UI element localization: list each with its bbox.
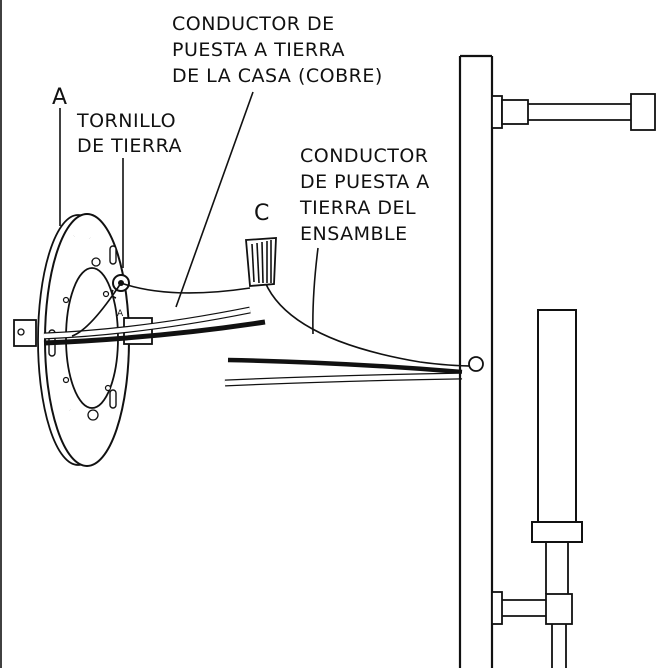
ground-screw-label-line2: DE TIERRA [77, 135, 182, 157]
house-ground-label-line3: DE LA CASA (COBRE) [172, 65, 383, 87]
plate-mark: A [117, 309, 124, 319]
leader-house-ground [175, 91, 254, 308]
house-ground-label-line2: PUESTA A TIERRA [172, 39, 345, 61]
ground-screw-label: TORNILLO DE TIERRA [76, 110, 182, 157]
leader-fixture-ground [312, 247, 319, 335]
fixture-wires [224, 281, 475, 387]
supply-wires [43, 282, 266, 346]
fixture-ground-label-line4: ENSAMBLE [300, 223, 408, 245]
ground-screw-label-line1: TORNILLO [76, 110, 176, 132]
fixture-ground-label-line3: TIERRA DEL [299, 197, 416, 219]
fixture-ground-label: CONDUCTOR DE PUESTA A TIERRA DEL ENSAMBL… [299, 145, 430, 245]
house-ground-label-line1: CONDUCTOR DE [172, 13, 335, 35]
house-ground-label: CONDUCTOR DE PUESTA A TIERRA DE LA CASA … [172, 13, 383, 87]
fixture-ground-label-line2: DE PUESTA A [300, 171, 430, 193]
wire-nut-icon [245, 237, 277, 287]
label-c: C [254, 201, 269, 226]
fixture-body [458, 54, 656, 668]
label-a: A [52, 85, 67, 110]
fixture-ground-label-line1: CONDUCTOR [300, 145, 429, 167]
